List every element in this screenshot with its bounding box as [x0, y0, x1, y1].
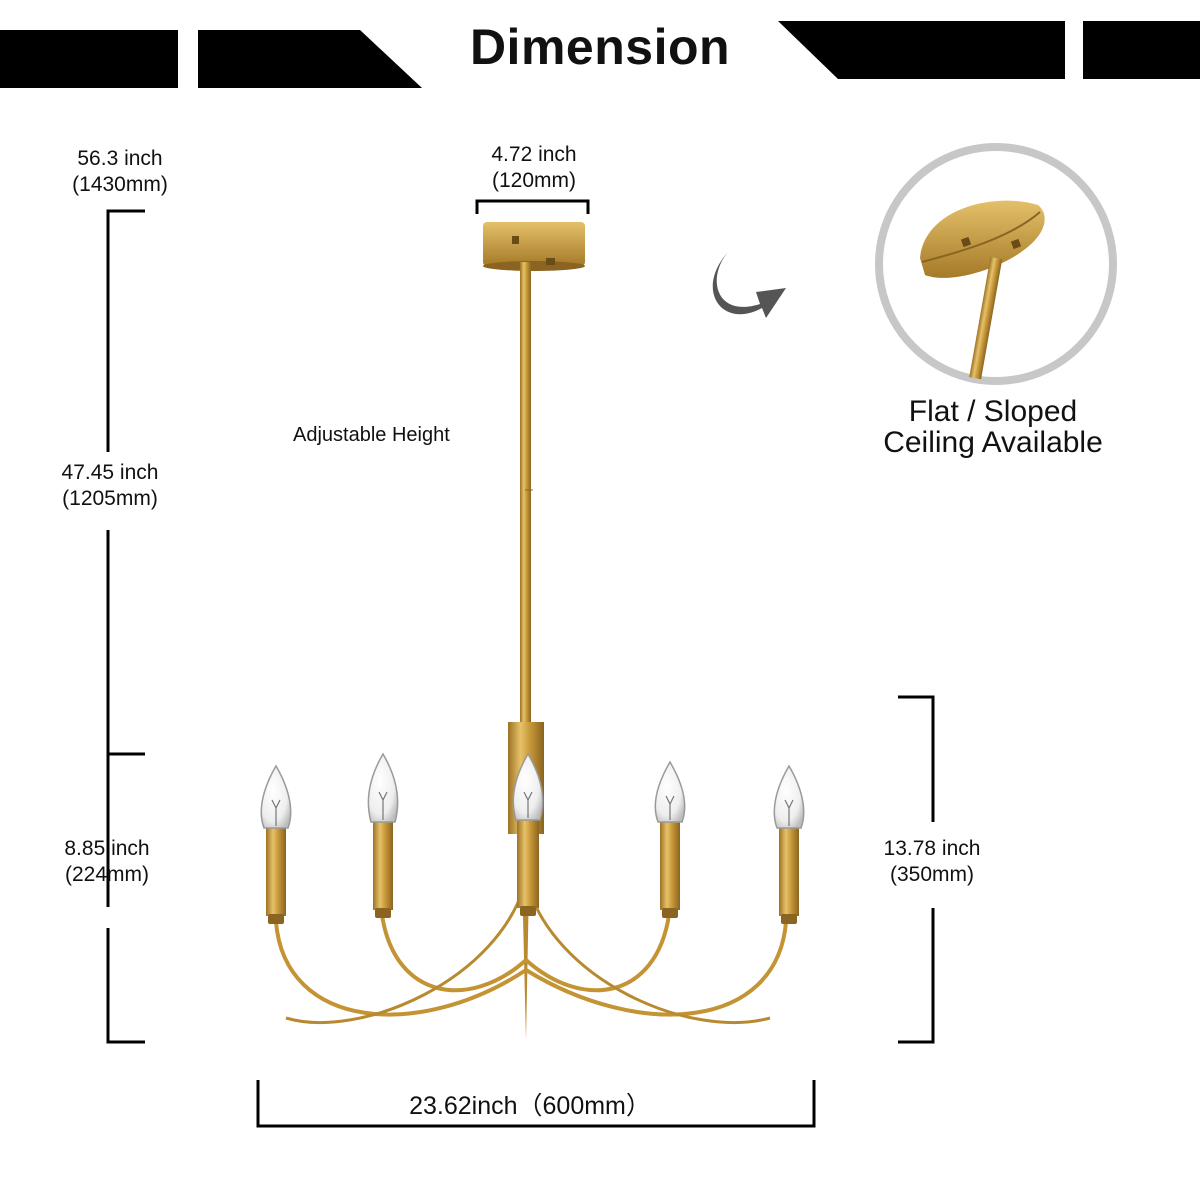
- chandelier-illustration: [260, 222, 805, 1040]
- body-height-left-mm: (224mm): [64, 863, 149, 886]
- canopy-width-bracket: [475, 199, 590, 214]
- rod-height-label: 47.45 inch (1205mm): [40, 460, 180, 512]
- ceiling-available-note: Flat / Sloped Ceiling Available: [860, 396, 1126, 458]
- body-height-left-label: 8.85 inch (224mm): [42, 836, 172, 888]
- page-title: Dimension: [469, 19, 731, 75]
- sloped-ceiling-inset: [875, 143, 1117, 385]
- total-height-mm: (1430mm): [72, 173, 168, 196]
- total-height-label: 56.3 inch (1430mm): [50, 146, 190, 198]
- canopy-width-inch: 4.72 inch: [491, 143, 577, 166]
- ceiling-note-line1: Flat / Sloped: [908, 395, 1078, 428]
- canopy-width-mm: (120mm): [491, 169, 576, 192]
- rod-height-mm: (1205mm): [62, 487, 158, 510]
- ceiling-note-line2: Ceiling Available: [883, 426, 1103, 459]
- body-height-bracket-right: [898, 695, 935, 1044]
- body-height-right-inch: 13.78 inch: [883, 837, 981, 860]
- body-height-left-inch: 8.85 inch: [64, 837, 150, 860]
- adjustable-height-note: Adjustable Height: [293, 424, 450, 446]
- width-label: 23.62inch（600mm）: [409, 1092, 651, 1120]
- curved-arrow-icon: [712, 252, 786, 318]
- body-height-right-label: 13.78 inch (350mm): [864, 836, 1000, 888]
- body-height-right-mm: (350mm): [889, 863, 974, 886]
- height-dimension-lines: [106, 209, 145, 1044]
- width-bracket: [256, 1080, 816, 1128]
- header-decoration: [0, 21, 1200, 88]
- rod-height-inch: 47.45 inch: [61, 461, 159, 484]
- total-height-inch: 56.3 inch: [77, 147, 163, 170]
- canopy-width-label: 4.72 inch (120mm): [476, 142, 592, 194]
